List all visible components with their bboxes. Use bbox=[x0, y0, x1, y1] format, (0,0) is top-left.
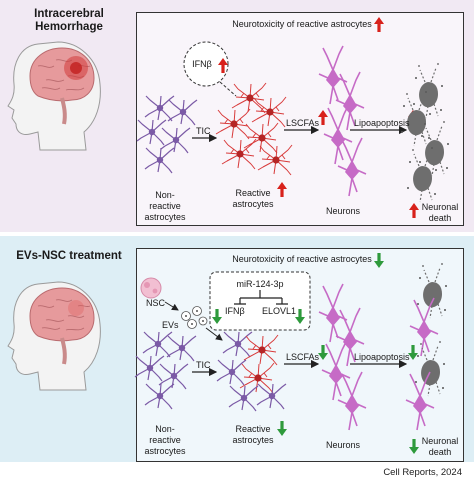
evs-vesicles bbox=[181, 306, 208, 329]
evs-title: EVs-NSC treatment bbox=[16, 250, 122, 262]
elovl1-label: ELOVL1 bbox=[262, 306, 297, 316]
reactive-up-arrow-top bbox=[277, 182, 287, 197]
evs-label: EVs bbox=[162, 320, 179, 330]
ifnb-label-bottom: IFNβ bbox=[225, 306, 245, 316]
non-reactive-astrocytes-bottom bbox=[134, 331, 197, 410]
ifnb-bubble bbox=[183, 41, 229, 87]
reactive-down-arrow-bottom bbox=[277, 421, 287, 436]
reactive-label-top: Reactive astrocytes bbox=[232, 188, 274, 209]
tic-label-bottom: TIC bbox=[196, 360, 211, 370]
mir-label: miR-124-3p bbox=[236, 279, 284, 289]
non-reactive-astrocytes-top bbox=[136, 95, 198, 174]
dead-neurons-top bbox=[400, 62, 450, 203]
nonreactive-label-top: Non-reactive astrocytes bbox=[144, 190, 186, 222]
neurotoxicity-down-arrow bbox=[374, 253, 384, 268]
nsc-label: NSC bbox=[146, 298, 166, 308]
panel-divider bbox=[0, 232, 474, 236]
reactive-astrocytes-top bbox=[215, 82, 293, 176]
neuronal-death-label-top: Neuronal death bbox=[421, 202, 459, 223]
mir-box bbox=[209, 271, 311, 331]
lscfas-label-bottom: LSCFAs bbox=[286, 352, 320, 362]
nsc-cell bbox=[140, 277, 162, 299]
neuronal-death-label-bottom: Neuronal death bbox=[421, 436, 459, 457]
citation: Cell Reports, 2024 bbox=[383, 467, 462, 478]
lscfas-up-arrow-top bbox=[318, 110, 328, 125]
neurons-label-top: Neurons bbox=[326, 206, 361, 216]
lipoapoptosis-label-top: Lipoapoptosis bbox=[354, 118, 410, 128]
lscfas-down-arrow-bottom bbox=[318, 345, 328, 360]
lscfas-label-top: LSCFAs bbox=[286, 118, 320, 128]
neurons-label-bottom: Neurons bbox=[326, 440, 361, 450]
nonreactive-label-bottom: Non-reactive astrocytes bbox=[144, 424, 186, 456]
lipoapoptosis-label-bottom: Lipoapoptosis bbox=[354, 352, 410, 362]
reactive-astrocytes-bottom bbox=[216, 331, 287, 412]
ich-header-label: Neurotoxicity of reactive astrocytes bbox=[232, 19, 372, 29]
ich-title: Intracerebral Hemorrhage bbox=[34, 8, 104, 33]
reactive-label-bottom: Reactive astrocytes bbox=[232, 424, 274, 445]
ifnb-label-top: IFNβ bbox=[192, 59, 212, 69]
tic-label-top: TIC bbox=[196, 126, 211, 136]
evs-header-label: Neurotoxicity of reactive astrocytes bbox=[232, 254, 372, 264]
neurotoxicity-up-arrow bbox=[374, 17, 384, 32]
evs-head-illustration bbox=[6, 280, 103, 392]
ich-head-illustration bbox=[6, 40, 103, 152]
